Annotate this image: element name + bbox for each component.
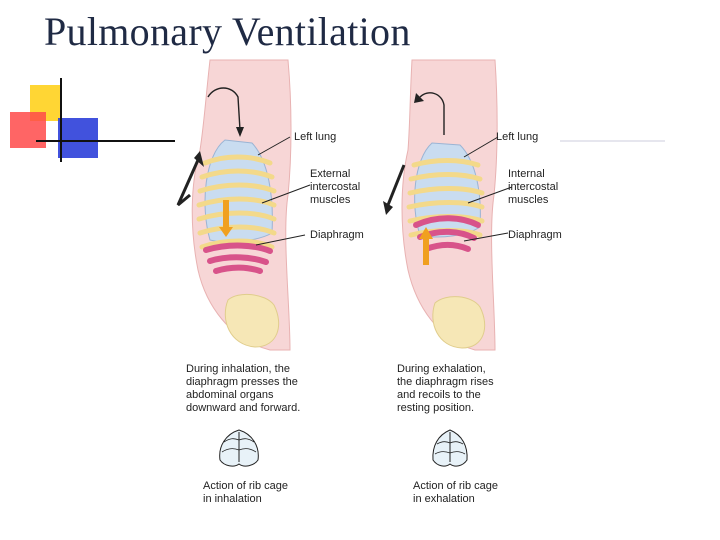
up-arrow-head bbox=[419, 227, 433, 239]
label-external-intercostal-muscles: External intercostal muscles bbox=[310, 168, 361, 206]
caption-inhalation: During inhalation, the diaphragm presses… bbox=[186, 363, 301, 414]
decorative-squares bbox=[10, 78, 665, 162]
up-arrow-shaft bbox=[423, 237, 429, 265]
exhalation-illustration bbox=[383, 59, 513, 351]
leader-muscles bbox=[261, 184, 311, 204]
rib-cage-inhalation-diagram bbox=[219, 429, 259, 467]
label-left-lung-exhalation: Left lung bbox=[496, 131, 539, 143]
diaphragm-band bbox=[203, 242, 273, 274]
down-arrow-head bbox=[219, 227, 233, 237]
leader-left-lung bbox=[463, 136, 499, 158]
rib-cage-caption-inhalation: Action of rib cage in inhalation bbox=[203, 480, 288, 505]
leader-diaphragm bbox=[255, 234, 306, 246]
rib-cage bbox=[196, 154, 277, 250]
leader-left-lung bbox=[257, 136, 291, 156]
caption-exhalation: During exhalation, the diaphragm rises a… bbox=[397, 363, 494, 414]
leader-diaphragm bbox=[463, 232, 509, 242]
airway-arrow bbox=[207, 87, 241, 131]
label-diaphragm-exhalation: Diaphragm bbox=[508, 229, 562, 241]
label-left-lung-inhalation: Left lung bbox=[294, 131, 337, 143]
chest-motion-arrow bbox=[176, 159, 200, 207]
chest-motion-arrow bbox=[386, 164, 406, 206]
rib-cage bbox=[406, 158, 485, 238]
label-diaphragm-inhalation: Diaphragm bbox=[310, 229, 364, 241]
rib-cage-caption-exhalation: Action of rib cage in exhalation bbox=[413, 480, 498, 505]
slide-title: Pulmonary Ventilation bbox=[44, 9, 411, 54]
airway-arrow bbox=[419, 92, 445, 135]
down-arrow-shaft bbox=[223, 200, 229, 228]
abdomen-shape bbox=[432, 296, 486, 349]
leader-muscles bbox=[467, 186, 513, 204]
label-internal-intercostal-muscles: Internal intercostal muscles bbox=[508, 168, 559, 206]
abdomen-shape bbox=[224, 293, 280, 348]
rib-cage-exhalation-diagram bbox=[432, 429, 468, 467]
inhalation-illustration bbox=[176, 59, 311, 351]
